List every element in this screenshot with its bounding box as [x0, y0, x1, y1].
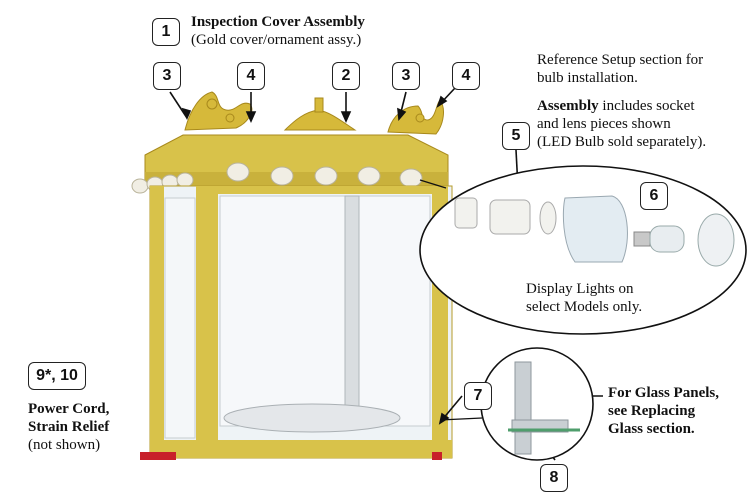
ornament-center	[283, 97, 357, 131]
callout-4-left: 4	[237, 62, 265, 90]
callout-4-right: 4	[452, 62, 480, 90]
cover-title: Inspection Cover Assembly	[191, 14, 365, 30]
assembly-bold: Assembly	[537, 98, 599, 114]
reference-note-line2: bulb installation.	[537, 70, 638, 86]
glass-note-line3: Glass section.	[608, 421, 695, 437]
callout-3-left: 3	[153, 62, 181, 90]
cover-subtitle: (Gold cover/ornament assy.)	[191, 32, 362, 48]
callout-5: 5	[502, 122, 530, 150]
glass-panel-detail	[439, 347, 594, 461]
callout-2: 2	[332, 62, 360, 90]
callout-3-right: 3	[392, 62, 420, 90]
glass-note-line2: see Replacing	[608, 403, 696, 419]
assembly-note-line1: Assembly includes socket	[537, 97, 694, 115]
glass-note-line1: For Glass Panels,	[608, 385, 719, 401]
callout-8: 8	[540, 464, 568, 492]
ornament-left	[184, 91, 253, 131]
power-cord-line1: Power Cord,	[28, 401, 110, 417]
display-lights-note-line1: Display Lights on	[526, 281, 634, 297]
callout-9-10: 9*, 10	[28, 362, 86, 390]
power-cord-line2: Strain Relief	[28, 419, 110, 435]
callout-1: 1	[152, 18, 180, 46]
cabinet-frame	[140, 185, 453, 460]
assembly-rest: includes socket	[598, 98, 695, 114]
ornament-right	[387, 99, 444, 135]
callout-7: 7	[464, 382, 492, 410]
power-cord-line3: (not shown)	[28, 437, 101, 453]
reference-note-line1: Reference Setup section for	[537, 52, 704, 68]
callout-6: 6	[640, 182, 668, 210]
assembly-note-line3: (LED Bulb sold separately).	[537, 134, 707, 150]
assembly-note-line2: and lens pieces shown	[537, 116, 671, 132]
display-lights-note-line2: select Models only.	[526, 299, 643, 315]
